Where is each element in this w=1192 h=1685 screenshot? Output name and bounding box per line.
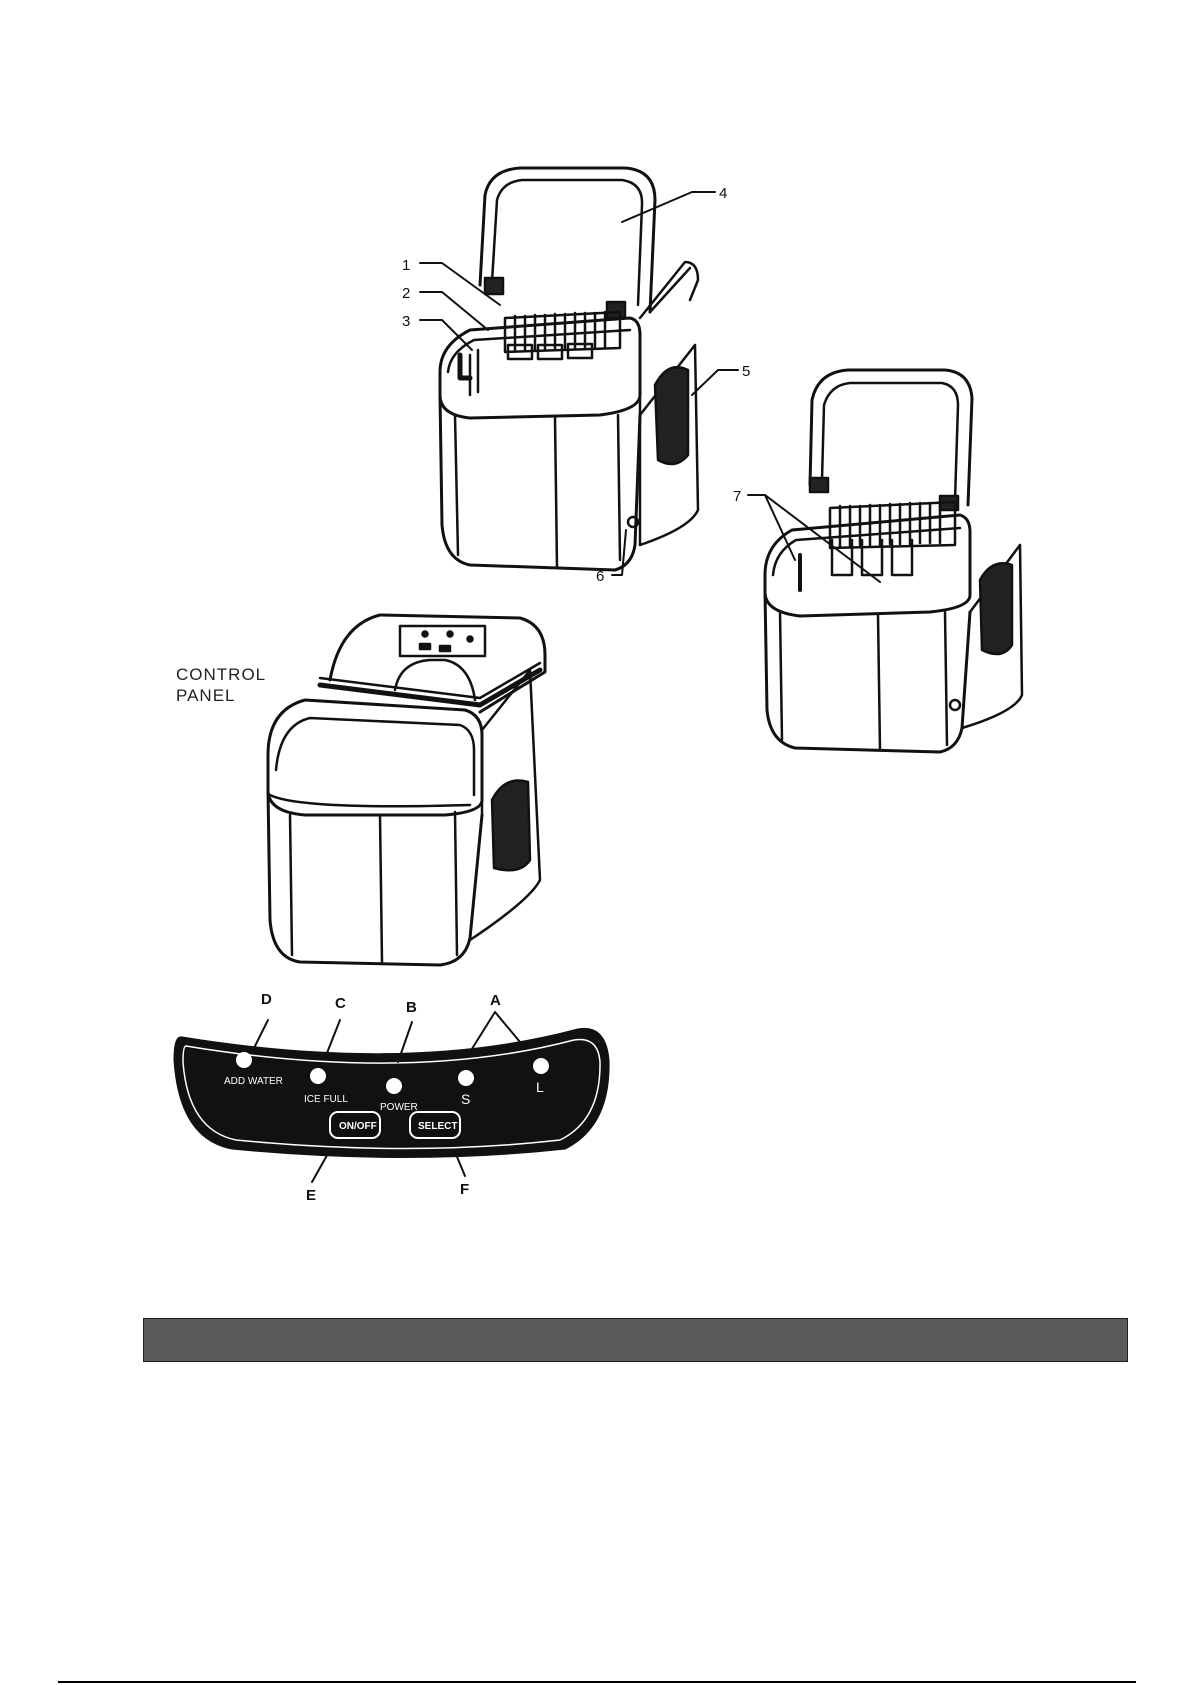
callout-5: 5 (742, 363, 750, 380)
callout-4: 4 (719, 185, 727, 202)
light-label-add-water: ADD WATER (224, 1076, 283, 1087)
section-heading-bar (143, 1318, 1128, 1362)
panel-callout-e: E (306, 1187, 316, 1204)
ice-maker-open-basket-view (765, 370, 1022, 752)
on-off-button-label: ON/OFF (339, 1121, 377, 1132)
footer-rule (58, 1681, 1136, 1683)
callout-3: 3 (402, 313, 410, 330)
callout-1: 1 (402, 257, 410, 274)
panel-callout-a: A (490, 992, 501, 1009)
control-panel-caption-line1: CONTROL (176, 665, 266, 684)
panel-callout-f: F (460, 1181, 469, 1198)
callout-6: 6 (596, 568, 604, 585)
light-label-large: L (536, 1079, 544, 1095)
control-panel-caption-line2: PANEL (176, 686, 236, 705)
panel-callout-d: D (261, 991, 272, 1008)
light-label-small: S (461, 1091, 470, 1107)
callout-2: 2 (402, 285, 410, 302)
callout-leaders (420, 192, 880, 582)
panel-callout-c: C (335, 995, 346, 1012)
light-label-ice-full: ICE FULL (304, 1094, 348, 1105)
select-button-label: SELECT (418, 1121, 457, 1132)
light-label-power: POWER (380, 1102, 418, 1113)
ice-maker-open-front-view (440, 168, 698, 570)
panel-callout-b: B (406, 999, 417, 1016)
control-panel-diagram (175, 1012, 608, 1182)
ice-maker-closed-view (268, 615, 545, 965)
callout-7: 7 (733, 488, 741, 505)
